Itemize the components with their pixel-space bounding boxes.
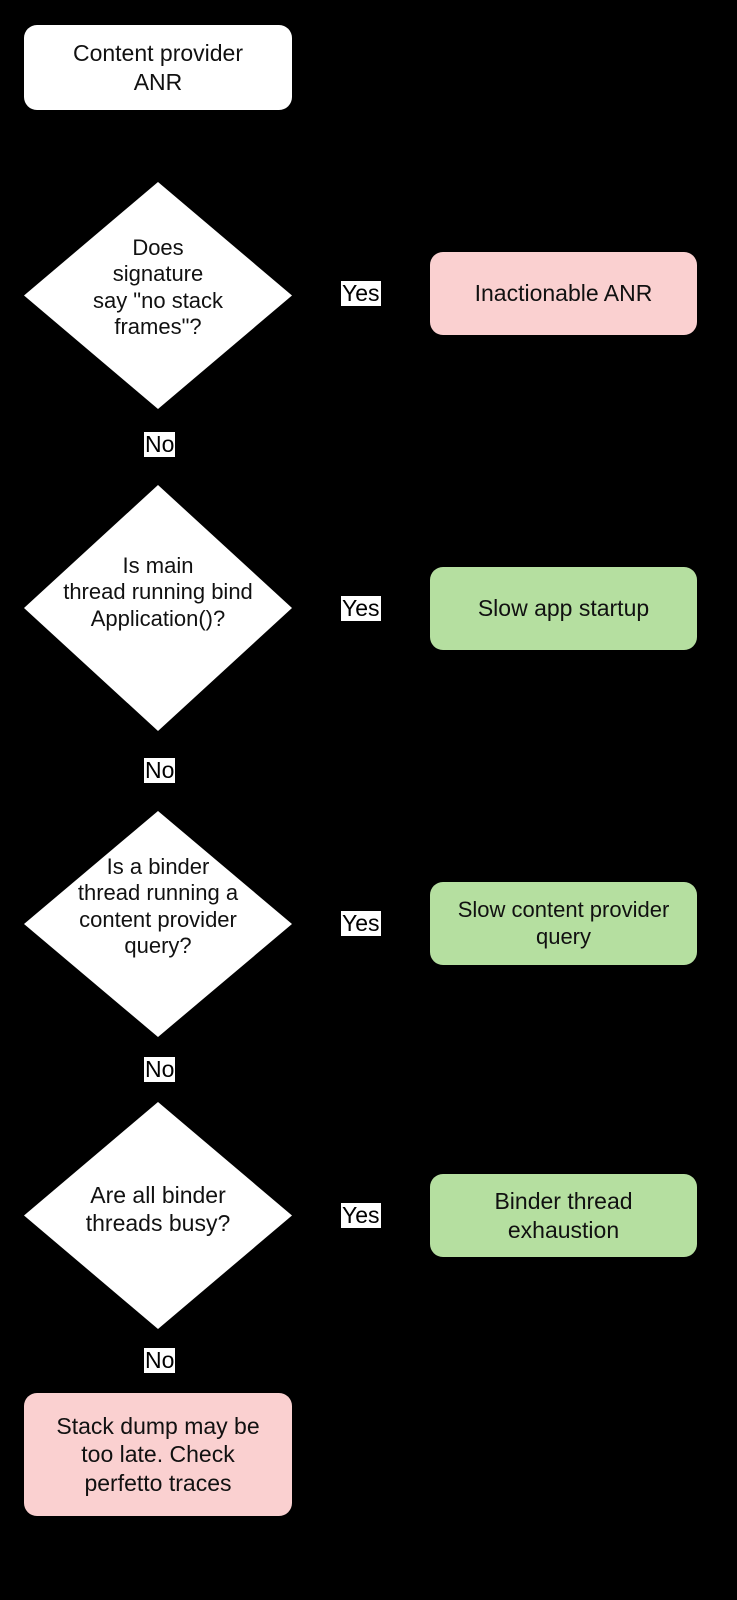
edge-label-yes-1: Yes: [341, 280, 381, 306]
node-is-main-thread-running-bind-application[interactable]: Is main thread running bind Application(…: [24, 485, 292, 731]
edge-label-yes-2: Yes: [341, 595, 381, 621]
arrowhead-decision-2-yes: [412, 600, 423, 618]
node-inactionable-anr[interactable]: Inactionable ANR: [430, 252, 697, 335]
node-is-a-binder-thread-running-a-content-provider-query[interactable]: Is a binder thread running a content pro…: [24, 811, 292, 1037]
arrowhead-decision-1-no: [149, 475, 167, 486]
edge-label-no-1: No: [144, 431, 176, 457]
edge-label-no-3: No: [144, 1056, 176, 1082]
node-slow-app-startup[interactable]: Slow app startup: [430, 567, 697, 650]
node-are-all-binder-threads-busy[interactable]: Are all binder threads busy?: [24, 1102, 292, 1329]
connector-start-to-decision-1: [156, 110, 159, 174]
diamond-shape: [24, 1102, 292, 1329]
node-does-signature-say-no-stack-frames[interactable]: Does signature say "no stack frames"?: [24, 182, 292, 409]
edge-label-yes-4: Yes: [341, 1202, 381, 1228]
diamond-shape: [24, 485, 292, 731]
diamond-shape: [24, 811, 292, 1037]
arrowhead-decision-4-yes: [412, 1207, 423, 1225]
node-content-provider-anr[interactable]: Content provider ANR: [24, 25, 292, 110]
arrowhead-decision-3-yes: [412, 915, 423, 933]
edge-label-no-4: No: [144, 1347, 176, 1373]
arrowhead-decision-1-yes: [412, 285, 423, 303]
edge-label-yes-3: Yes: [341, 910, 381, 936]
node-stack-dump-may-be-too-late[interactable]: Stack dump may be too late. Check perfet…: [24, 1393, 292, 1516]
arrowhead-start-to-decision-1: [149, 172, 167, 183]
arrowhead-decision-2-no: [149, 795, 167, 806]
diamond-shape: [24, 182, 292, 409]
node-slow-content-provider-query[interactable]: Slow content provider query: [430, 882, 697, 965]
node-binder-thread-exhaustion[interactable]: Binder thread exhaustion: [430, 1174, 697, 1257]
edge-label-no-2: No: [144, 757, 176, 783]
